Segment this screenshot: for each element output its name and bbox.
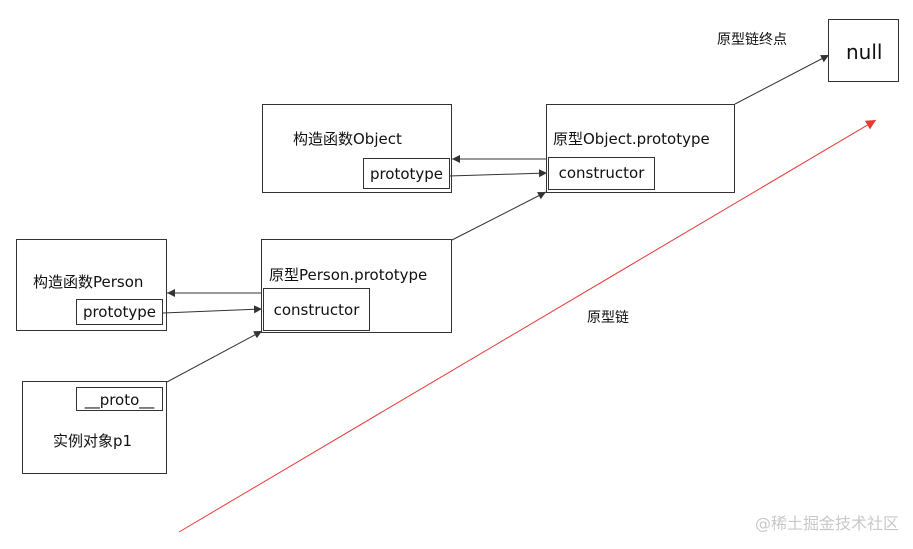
- person-prototype-box: 原型Person.prototype constructor: [261, 239, 452, 333]
- constructor-object-label: 构造函数Object: [293, 130, 402, 148]
- person-prototype-field-arrow: [162, 305, 263, 314]
- person-prototype-field: prototype: [76, 299, 163, 325]
- instance-label: 实例对象p1: [53, 432, 133, 450]
- person-constructor-field: constructor: [263, 288, 370, 331]
- object-prototype-field-arrow: [448, 169, 548, 178]
- null-box: null: [828, 19, 899, 82]
- object-prototype-to-null-arrow: [734, 54, 830, 105]
- chain-end-label: 原型链终点: [717, 32, 787, 48]
- object-prototype-field: prototype: [363, 158, 450, 189]
- null-label: null: [846, 40, 883, 64]
- proto-field: __proto__: [76, 387, 163, 411]
- instance-box: __proto__ 实例对象p1: [22, 381, 167, 474]
- instance-to-person-prototype-arrow: [166, 330, 263, 383]
- constructor-object-box: 构造函数Object prototype: [262, 104, 452, 193]
- object-prototype-box: 原型Object.prototype constructor: [546, 104, 735, 193]
- object-constructor-field: constructor: [548, 157, 655, 190]
- constructor-person-box: 构造函数Person prototype: [16, 239, 167, 331]
- person-prototype-label: 原型Person.prototype: [269, 266, 428, 284]
- chain-label: 原型链: [587, 310, 629, 326]
- constructor-person-label: 构造函数Person: [33, 273, 144, 291]
- object-prototype-label: 原型Object.prototype: [553, 130, 710, 148]
- watermark-text: @稀土掘金技术社区: [754, 514, 899, 533]
- person-prototype-to-object-prototype-arrow: [451, 191, 547, 241]
